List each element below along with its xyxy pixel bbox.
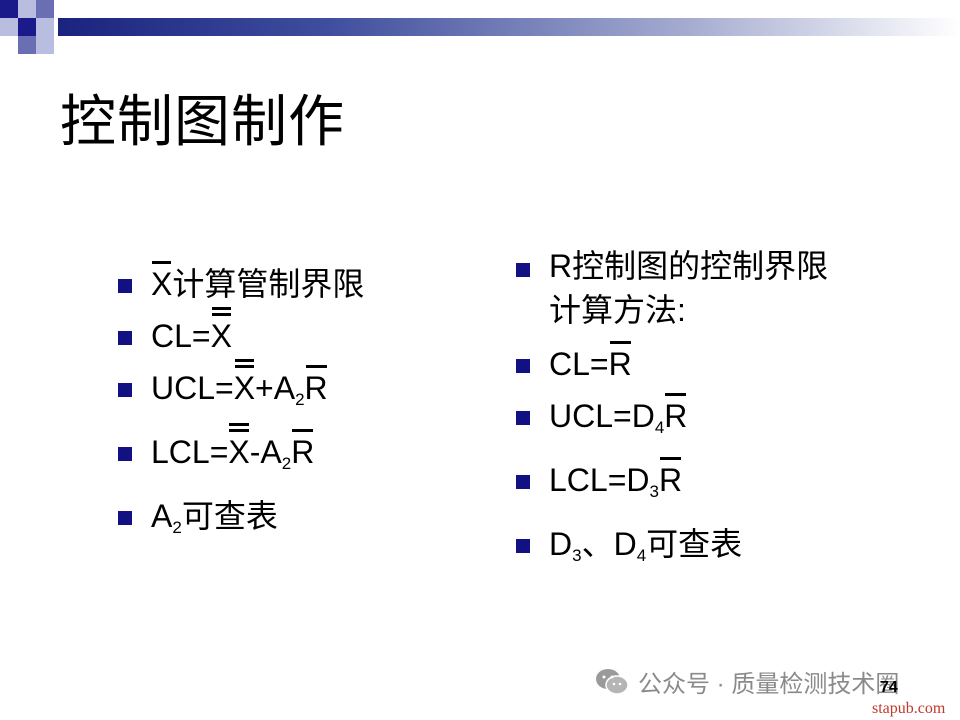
page-number: 74	[880, 679, 898, 696]
deco-square	[18, 0, 36, 18]
list-item: LCL=X-A2R	[118, 423, 438, 490]
item-text: UCL=X+A2R	[151, 359, 328, 409]
item-text: A2可查表	[151, 498, 278, 537]
list-item: LCL=D3R	[516, 454, 916, 518]
r-bar-symbol: R	[291, 426, 314, 478]
item-text: CL=R	[549, 341, 632, 382]
x-bar-symbol: X	[151, 258, 172, 310]
item-text: D3、D4可查表	[549, 526, 743, 565]
list-item: UCL=X+A2R	[118, 359, 438, 426]
wechat-watermark: 公众号 · 质量检测技术圈	[594, 664, 899, 699]
header-gradient-bar	[58, 18, 960, 36]
right-bullet-list: R控制图的控制界限计算方法: CL=R UCL=D4R LCL=D3R D3、D…	[516, 244, 916, 582]
x-double-bar-symbol: X	[234, 359, 255, 414]
bullet-square-icon	[516, 263, 530, 277]
item-text: X计算管制界限	[151, 261, 364, 302]
left-bullet-list: X计算管制界限 CL=X UCL=X+A2R LCL=X-A2R A2可查表	[118, 258, 438, 554]
item-text: LCL=X-A2R	[151, 423, 314, 473]
slide-title: 控制图制作	[60, 90, 345, 153]
bullet-square-icon	[118, 511, 132, 525]
header-decoration	[0, 0, 960, 54]
deco-square	[36, 18, 54, 36]
bullet-square-icon	[516, 359, 530, 373]
list-item: UCL=D4R	[516, 390, 916, 454]
bullet-square-icon	[118, 447, 132, 461]
deco-square	[0, 18, 18, 36]
r-bar-symbol: R	[664, 390, 687, 442]
bullet-square-icon	[516, 475, 530, 489]
x-double-bar-symbol: X	[211, 307, 232, 362]
wechat-icon	[596, 668, 629, 695]
list-item: A2可查表	[118, 490, 438, 554]
site-watermark: stapub.com	[872, 700, 946, 717]
list-item: CL=R	[516, 338, 916, 390]
bullet-square-icon	[118, 331, 132, 345]
deco-square	[36, 36, 54, 54]
deco-square	[18, 36, 36, 54]
item-text: LCL=D3R	[549, 457, 682, 501]
list-item: R控制图的控制界限计算方法:	[516, 244, 916, 332]
r-bar-symbol: R	[609, 338, 632, 390]
x-double-bar-symbol: X	[228, 423, 250, 478]
watermark-text: 公众号 · 质量检测技术圈	[638, 671, 900, 698]
deco-square	[36, 0, 54, 18]
bullet-square-icon	[118, 279, 132, 293]
bullet-square-icon	[516, 539, 530, 553]
deco-square	[0, 0, 18, 18]
r-bar-symbol: R	[305, 362, 328, 414]
bullet-square-icon	[516, 411, 530, 425]
item-text: CL=X	[151, 307, 232, 354]
list-item: X计算管制界限	[118, 258, 438, 310]
list-item: CL=X	[118, 307, 438, 362]
r-bar-symbol: R	[659, 454, 682, 506]
item-text: R控制图的控制界限计算方法:	[549, 248, 829, 328]
deco-square	[18, 18, 36, 36]
item-text: UCL=D4R	[549, 393, 687, 437]
list-item: D3、D4可查表	[516, 518, 916, 582]
bullet-square-icon	[118, 383, 132, 397]
